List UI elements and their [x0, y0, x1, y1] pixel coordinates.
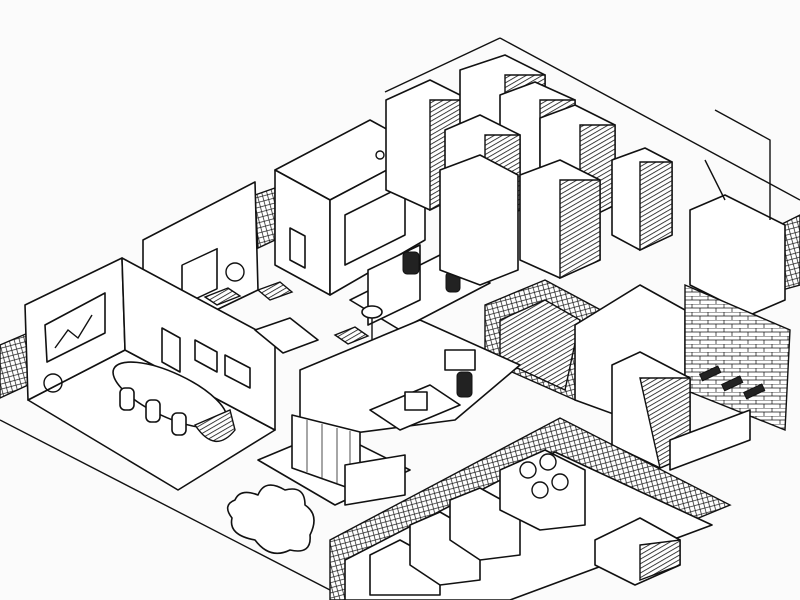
generator-yard — [329, 417, 732, 600]
office-chair-icon — [402, 251, 420, 275]
lower-office — [257, 319, 521, 506]
brick-wall — [684, 283, 791, 432]
desk — [254, 317, 319, 354]
conference-door — [161, 327, 181, 373]
rug — [256, 281, 294, 301]
cabinet — [181, 247, 218, 307]
rug — [333, 326, 370, 345]
server-rack-rows — [385, 54, 786, 316]
plant-icon — [43, 373, 63, 393]
camera-icon — [375, 150, 385, 160]
plant-icon — [225, 262, 245, 282]
picture-frame — [224, 354, 251, 389]
right-equipment-room — [574, 283, 791, 471]
building-floor-outline — [0, 37, 800, 591]
hvac-fan-units — [499, 449, 586, 531]
rug — [203, 287, 242, 306]
battery-units — [699, 365, 766, 400]
bookshelf — [439, 154, 519, 286]
fan-icon — [539, 453, 557, 471]
door — [289, 227, 306, 269]
office-chair-icon — [456, 371, 473, 398]
cloud-icon — [226, 484, 315, 555]
cooling-unit — [689, 194, 786, 316]
storage-box — [344, 454, 406, 506]
monitor-icon — [404, 391, 428, 411]
office-chair-icons — [119, 387, 187, 436]
chart-whiteboard — [44, 292, 106, 363]
picture-frame — [194, 339, 218, 373]
conference-room — [24, 257, 276, 491]
cable-path — [704, 109, 771, 220]
table-shadow — [193, 409, 236, 442]
fan-icon — [519, 461, 537, 479]
monitor-icon — [444, 349, 476, 371]
window — [344, 184, 406, 266]
fan-icon — [531, 481, 549, 499]
chart-line-icon — [54, 314, 93, 349]
fan-icon — [551, 473, 569, 491]
